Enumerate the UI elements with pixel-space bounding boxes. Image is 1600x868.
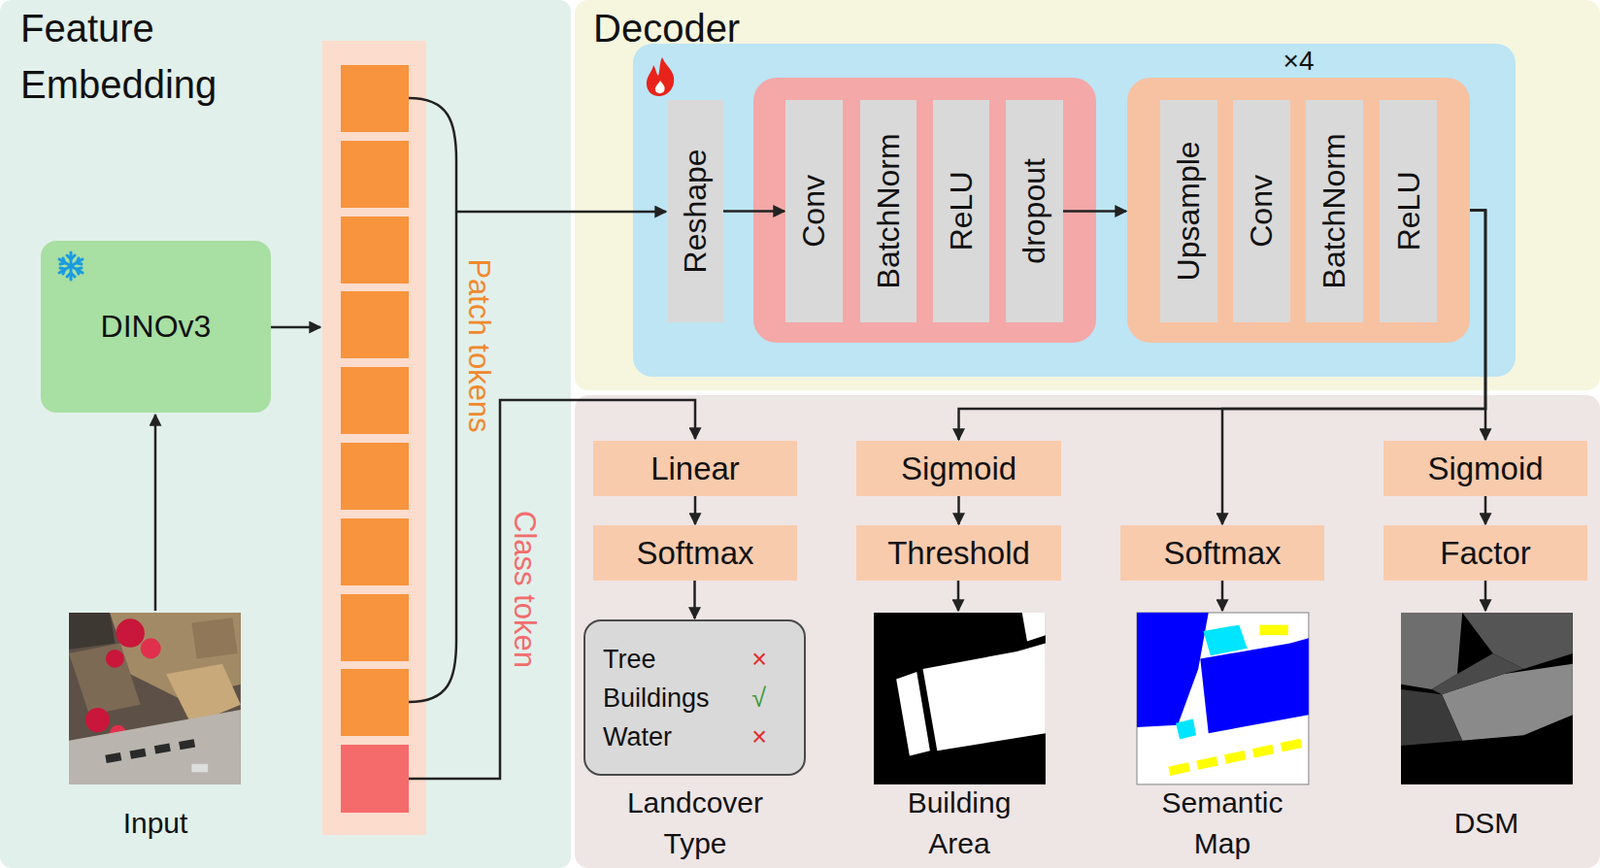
node-label: Sigmoid: [1427, 449, 1543, 489]
node-label: Feature Embedding: [20, 0, 275, 113]
encoder-box: [40, 240, 271, 413]
image-caption: Semantic Map: [1139, 782, 1305, 865]
class-token-cell: [340, 744, 409, 813]
token-label: Patch tokens: [461, 258, 497, 433]
frozen-icon: [59, 252, 83, 280]
image-caption-holder: DSM: [1403, 802, 1569, 844]
patch-bracket: [408, 98, 457, 702]
output-arrow: [1221, 580, 1225, 611]
image-caption-holder: Building Area: [876, 782, 1042, 865]
conv-group: [753, 77, 1097, 343]
connector-arrow: [1484, 496, 1488, 525]
node-label: ReLU: [1390, 171, 1427, 252]
list-item: ×: [751, 639, 767, 679]
node-label: Factor: [1439, 533, 1532, 573]
node-label: Threshold: [887, 533, 1031, 573]
panel-heading-box: DINOv3 Feature Embedding: [0, 0, 571, 868]
token-column: [322, 40, 427, 835]
head-op-box: Softmax: [1120, 525, 1325, 581]
panel-heading-box: Reshape Conv BatchNorm ReLU dropout Upsample C…: [572, 0, 1600, 391]
building-mask-image: [873, 612, 1046, 785]
layer-box: Upsample: [1160, 100, 1218, 323]
node-label: Reshape: [677, 148, 714, 273]
head-op-box: Factor: [1383, 525, 1588, 581]
trainable-block: [633, 43, 1516, 377]
output-arrow: [957, 580, 961, 611]
encoder-arrow: [270, 326, 321, 330]
connector-arrow: [1469, 210, 1486, 441]
head-op-box: Softmax: [593, 525, 798, 581]
head-op-box: Linear: [593, 440, 798, 497]
layout-arrows: [155, 98, 1486, 779]
image-caption-holder: Semantic Map: [1139, 782, 1305, 865]
layer-box: BatchNorm: [1305, 100, 1364, 323]
node-label: ReLU: [943, 171, 980, 252]
layer-box: Conv: [1233, 100, 1291, 323]
layer-box: Conv: [785, 100, 843, 323]
encoder-box: DINOv3: [40, 240, 271, 413]
layer-box: ReLU: [933, 100, 990, 323]
list-item: Water: [602, 717, 752, 757]
trainable-icon: [646, 57, 674, 97]
head-op-box: Threshold: [856, 525, 1062, 581]
node-label: Conv: [1243, 174, 1280, 248]
node-label: dropout: [1016, 158, 1053, 265]
layer-box: Reshape: [667, 100, 724, 323]
layer-box: ReLU: [1379, 100, 1437, 323]
class-list-box: Tree×Buildings√Water×: [583, 619, 806, 776]
output-panel: [574, 395, 1600, 868]
list-item: ×: [751, 717, 767, 757]
patch-token-cells: [340, 65, 409, 736]
node-label: Sigmoid: [900, 449, 1017, 489]
connector-arrow: [694, 496, 698, 525]
node-label: Conv: [796, 174, 833, 248]
output-arrow: [1484, 580, 1488, 611]
image-caption: Landcover Type: [612, 782, 778, 865]
image-caption: Input: [72, 802, 238, 844]
token-label: Class token: [506, 510, 542, 668]
node-label: BatchNorm: [870, 133, 907, 289]
layer-box: BatchNorm: [860, 100, 917, 323]
embedding-panel: [0, 0, 571, 868]
node-label: Decoder: [593, 0, 848, 57]
dsm-image: [1400, 612, 1573, 785]
list-item: Buildings: [602, 678, 752, 718]
node-label: ×4: [1127, 45, 1470, 77]
connector-arrow: [723, 209, 785, 213]
head-op-box: Sigmoid: [1383, 440, 1588, 497]
node-label: Linear: [650, 449, 740, 489]
image-caption: DSM: [1403, 802, 1569, 844]
head-op-box: Sigmoid: [856, 440, 1062, 497]
connector-arrow: [693, 580, 697, 619]
input-arrow: [154, 414, 158, 611]
node-label: Softmax: [635, 533, 754, 573]
connector-arrow: [957, 496, 961, 525]
image-caption-holder: Input: [72, 802, 238, 844]
input-image: [68, 612, 241, 785]
list-item: Tree: [602, 639, 752, 679]
node-label: Softmax: [1163, 533, 1281, 573]
node-label: BatchNorm: [1316, 133, 1353, 289]
image-caption: Building Area: [876, 782, 1042, 865]
node-label: Upsample: [1170, 140, 1207, 281]
repeat-group: UpsampleConvBatchNormReLU×4: [1127, 77, 1470, 343]
semantic-map-image: [1136, 612, 1309, 785]
node-label: DINOv3: [100, 307, 212, 345]
decoder-panel: [574, 0, 1600, 391]
list-item: √: [751, 678, 767, 718]
layer-box: dropout: [1005, 100, 1064, 323]
patch-arrow: [456, 210, 667, 214]
image-caption-holder: Landcover Type: [612, 782, 778, 865]
connector-arrow: [1063, 209, 1127, 213]
